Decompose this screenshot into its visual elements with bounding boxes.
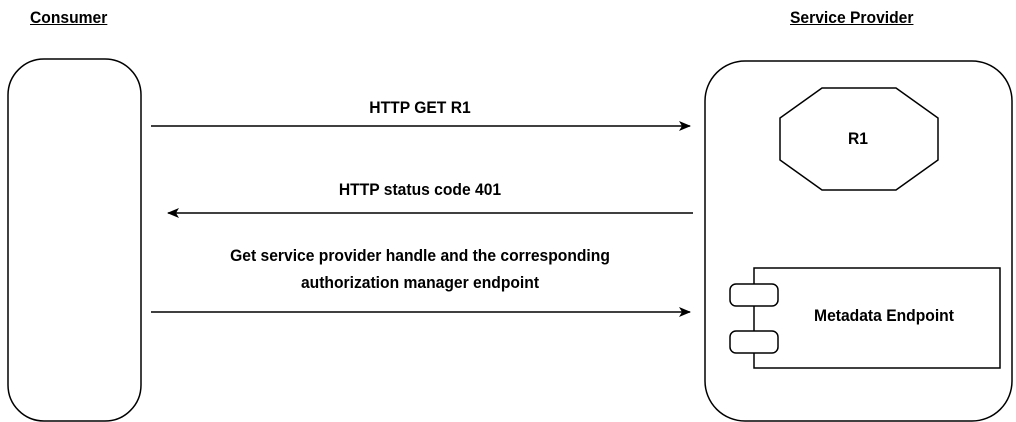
metadata-endpoint-component bbox=[753, 267, 1001, 369]
component-port-bottom bbox=[729, 330, 779, 354]
consumer-box bbox=[7, 58, 142, 422]
consumer-title: Consumer bbox=[30, 8, 108, 27]
metadata-endpoint-label: Metadata Endpoint bbox=[814, 306, 954, 325]
message-label-http-get: HTTP GET R1 bbox=[369, 98, 471, 117]
resource-octagon bbox=[779, 87, 939, 191]
message-label-metadata-line1: Get service provider handle and the corr… bbox=[230, 246, 610, 265]
component-port-top bbox=[729, 283, 779, 307]
message-label-metadata-line2: authorization manager endpoint bbox=[300, 273, 540, 292]
message-label-status-401: HTTP status code 401 bbox=[338, 180, 502, 199]
service-provider-title: Service Provider bbox=[790, 8, 914, 27]
resource-label: R1 bbox=[847, 129, 868, 148]
